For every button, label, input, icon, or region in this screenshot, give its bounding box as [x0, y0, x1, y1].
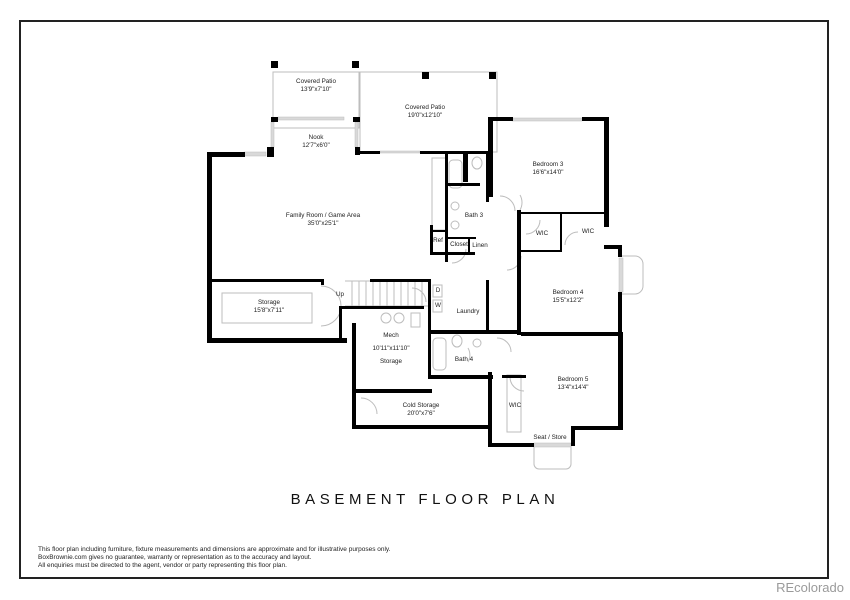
label-wic-2: WIC [581, 228, 595, 235]
room-laundry: Laundry [456, 308, 480, 315]
plan-title: BASEMENT FLOOR PLAN [290, 491, 560, 508]
room-mech: Mech [383, 332, 399, 339]
label-wic-1: WIC [535, 230, 549, 237]
disclaimer-line-1: This floor plan including furniture, fix… [38, 546, 391, 553]
label-ref: Ref [433, 237, 443, 244]
disclaimer-line-3: All enquiries must be directed to the ag… [38, 562, 287, 570]
disclaimer: This floor plan including furniture, fix… [38, 546, 391, 571]
label-washer: W [435, 302, 441, 309]
disclaimer-line-2: BoxBrownie.com gives no guarantee, warra… [38, 554, 312, 562]
brand-watermark: REcolorado [776, 580, 844, 595]
room-bath-4: Bath 4 [454, 356, 474, 363]
label-wic-3: WIC [508, 402, 522, 409]
label-dryer: D [435, 287, 441, 294]
stairs [345, 280, 428, 307]
label-mech-dim: 10'11"x11'10" [372, 345, 410, 352]
label-seat-store: Seat / Store [533, 434, 567, 441]
label-closet: Closet [450, 241, 468, 248]
room-bath-3: Bath 3 [464, 212, 484, 219]
label-stairs-up: Up [335, 291, 345, 298]
label-mech-storage: Storage [379, 358, 403, 365]
label-linen: Linen [472, 242, 488, 249]
plan-frame [19, 20, 829, 579]
